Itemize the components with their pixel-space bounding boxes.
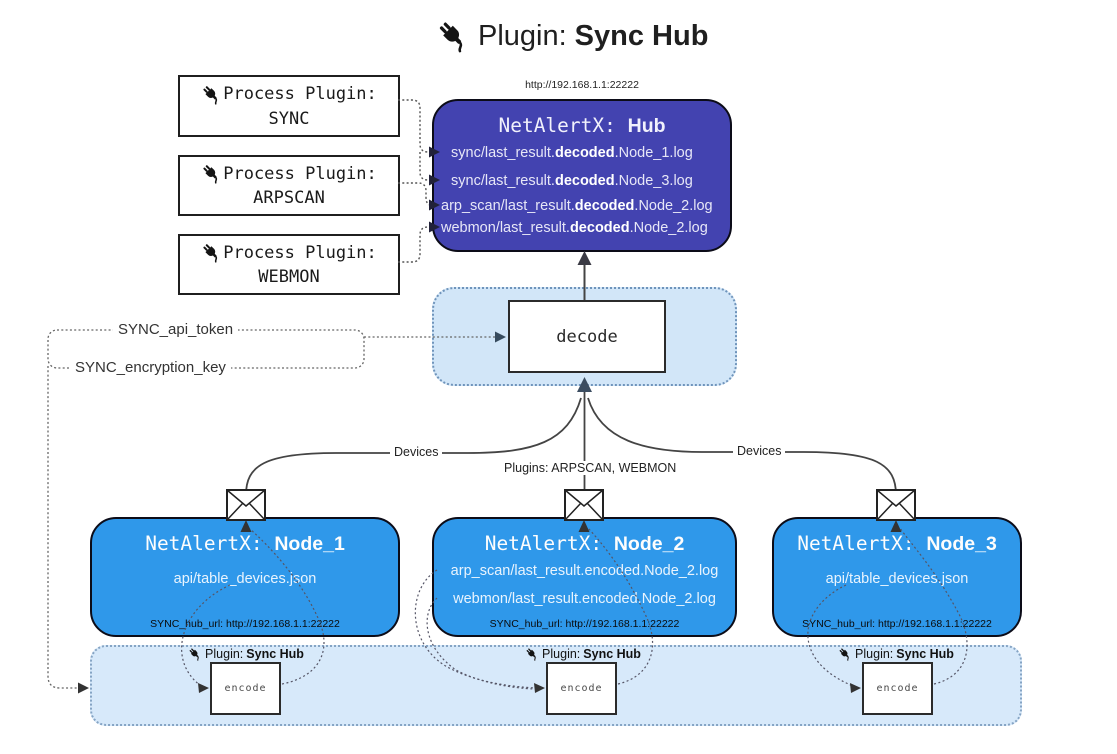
plug-icon (439, 22, 463, 53)
node-title: NetAlertX: Node_3 (797, 532, 997, 555)
sync-encryption-key-label: SYNC_encryption_key (70, 359, 231, 376)
process-plugin-label: Process Plugin: (223, 163, 377, 184)
node-file-line: webmon/last_result.encoded.Node_2.log (453, 591, 716, 607)
node-hub-url: SYNC_hub_url: http://192.168.1.1:22222 (150, 618, 340, 630)
envelope-flaps (226, 489, 916, 521)
node-hub-url: SYNC_hub_url: http://192.168.1.1:22222 (802, 618, 992, 630)
node-hub-url: SYNC_hub_url: http://192.168.1.1:22222 (489, 618, 680, 630)
encode-box-3: encode (862, 662, 933, 715)
band-plugin-label-3: Plugin: Sync Hub (831, 646, 961, 662)
node-file-line: arp_scan/last_result.encoded.Node_2.log (450, 563, 719, 579)
hub-log-line: sync/last_result.decoded.Node_3.log (451, 173, 693, 189)
encode-box-1: encode (210, 662, 281, 715)
plug-icon (203, 85, 218, 105)
plug-icon (839, 648, 849, 661)
devices-right-label: Devices (733, 444, 786, 458)
process-plugin-webmon: Process Plugin: WEBMON (178, 234, 400, 295)
node-1-box: NetAlertX: Node_1 api/table_devices.json… (90, 517, 400, 637)
decode-to-hub-arrowhead (577, 251, 592, 265)
node-file-line: api/table_devices.json (173, 571, 317, 587)
node-2-box: NetAlertX: Node_2 arp_scan/last_result.e… (432, 517, 737, 637)
process-plugin-name: WEBMON (258, 267, 320, 287)
process-plugin-label: Process Plugin: (223, 242, 377, 263)
process-plugin-name: SYNC (268, 108, 310, 129)
sync-api-token-label: SYNC_api_token (113, 321, 239, 338)
process-plugin-name: ARPSCAN (253, 188, 325, 208)
plug-icon (203, 244, 218, 263)
node-title: NetAlertX: Node_2 (484, 532, 685, 555)
plugin-to-hub-wires (398, 99, 432, 263)
plug-icon (526, 648, 536, 661)
devices-left-label: Devices (390, 445, 443, 459)
hub-url-label: http://192.168.1.1:22222 (525, 79, 639, 91)
process-plugin-label: Process Plugin: (223, 84, 377, 104)
node-title: NetAlertX: Node_1 (145, 532, 345, 555)
plug-icon (203, 165, 218, 184)
plugins-mid-label: Plugins: ARPSCAN, WEBMON (500, 461, 681, 475)
hub-box: NetAlertX: Hub sync/last_result.decoded.… (432, 99, 732, 252)
node-3-box: NetAlertX: Node_3 api/table_devices.json… (772, 517, 1022, 637)
band-plugin-label-2: Plugin: Sync Hub (518, 646, 648, 662)
node-to-decode-wires (245, 392, 897, 496)
title-name: Sync Hub (574, 19, 709, 52)
envelope-icons (226, 489, 916, 521)
band-plugin-label-1: Plugin: Sync Hub (181, 646, 311, 662)
title-prefix: Plugin: (478, 19, 567, 52)
page-title: Plugin: Sync Hub (436, 14, 708, 58)
plug-icon (189, 648, 199, 661)
node-file-line: api/table_devices.json (825, 571, 969, 587)
hub-title: NetAlertX: Hub (498, 114, 666, 137)
settings-to-band-arrowhead (78, 682, 89, 694)
hub-log-line: webmon/last_result.decoded.Node_2.log (441, 220, 708, 236)
process-plugin-arpscan: Process Plugin: ARPSCAN (178, 155, 400, 216)
hub-log-line: sync/last_result.decoded.Node_1.log (451, 145, 693, 161)
encode-box-2: encode (546, 662, 617, 715)
process-plugin-sync: Process Plugin: SYNC (178, 75, 400, 137)
decode-box: decode (508, 300, 666, 373)
hub-log-line: arp_scan/last_result.decoded.Node_2.log (441, 198, 713, 214)
